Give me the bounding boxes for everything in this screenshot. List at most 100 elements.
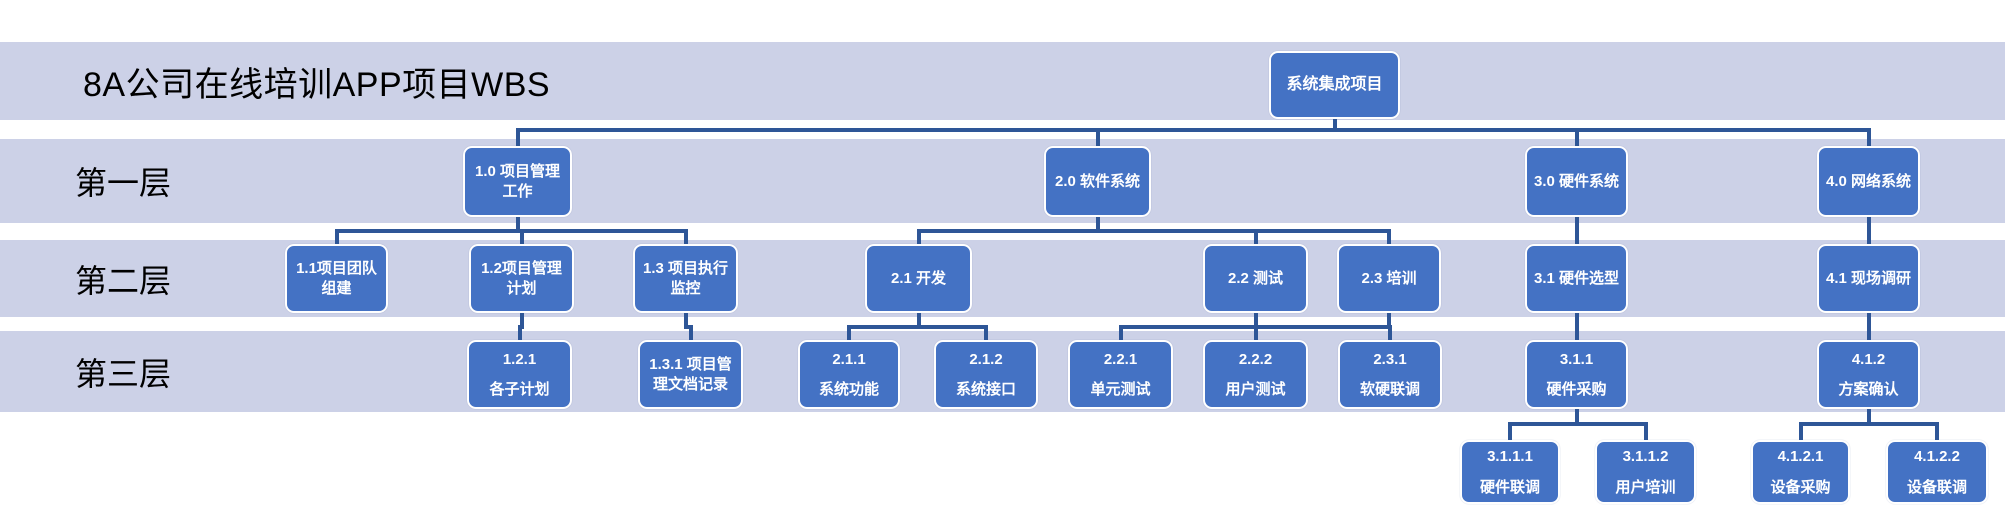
wbs-node-4.0: 4.0 网络系统 xyxy=(1817,146,1920,217)
connector-stem-to-2.3.1 xyxy=(1388,325,1392,341)
wbs-node-label: 2.0 软件系统 xyxy=(1054,172,1141,190)
wbs-node-label: 3.1.1 xyxy=(1559,350,1594,368)
wbs-node-label: 1.2项目管理 xyxy=(481,259,562,277)
connector-stem-from-1.0 xyxy=(515,216,520,233)
wbs-node-label: 2.2 测试 xyxy=(1227,269,1284,287)
wbs-node-label: 用户培训 xyxy=(1615,478,1676,496)
wbs-node-1.3: 1.3 项目执行监控 xyxy=(633,244,738,313)
connector-stem-to-3.1.1 xyxy=(1574,325,1579,341)
wbs-node-1.3.1: 1.3.1 项目管理文档记录 xyxy=(638,340,743,409)
connector-bus-1.0 xyxy=(334,229,688,233)
wbs-node-label: 硬件采购 xyxy=(1546,381,1607,398)
connector-stem-from-2.2 xyxy=(1253,312,1258,329)
connector-stem-from-3.0 xyxy=(1574,216,1579,233)
wbs-node-label: 各子计划 xyxy=(489,381,550,398)
connector-stem-to-2.1.2 xyxy=(984,325,988,341)
connector-stem-to-3.1.1.2 xyxy=(1643,422,1648,441)
connector-stem-from-2.1 xyxy=(916,312,921,329)
connector-stem-to-4.0 xyxy=(1866,128,1871,147)
wbs-node-label: 计划 xyxy=(506,279,537,297)
wbs-node-label: 2.1.2 xyxy=(969,350,1003,368)
connector-bus-3.1.1 xyxy=(1508,422,1648,426)
connector-stem-to-1.3 xyxy=(683,229,688,245)
connector-stem-from-2.3 xyxy=(1387,312,1391,329)
wbs-node-label: 3.1 硬件选型 xyxy=(1533,269,1620,287)
wbs-node-label: 理文档记录 xyxy=(652,375,728,393)
wbs-node-label: 1.1项目团队 xyxy=(296,259,377,277)
wbs-node-label: 4.1.2.1 xyxy=(1777,448,1824,465)
connector-bus-1.3 xyxy=(683,325,693,329)
wbs-node-label: 4.0 网络系统 xyxy=(1825,172,1912,190)
connector-stem-from-2.0 xyxy=(1095,216,1100,233)
wbs-node-1.2.1: 1.2.1 各子计划 xyxy=(467,340,572,409)
connector-stem-to-3.1.1.1 xyxy=(1508,422,1512,441)
wbs-node-label: 系统集成项目 xyxy=(1286,75,1383,93)
wbs-node-label: 1.3.1 项目管 xyxy=(649,355,732,373)
wbs-node-label: 设备采购 xyxy=(1770,478,1831,496)
connector-bus-root xyxy=(515,128,1871,132)
connector-stem-to-2.1.1 xyxy=(847,325,851,341)
connector-bus-4.1.2 xyxy=(1798,422,1939,426)
connector-stem-from-4.1 xyxy=(1866,312,1871,329)
wbs-node-3.0: 3.0 硬件系统 xyxy=(1525,146,1628,217)
wbs-node-2.1: 2.1 开发 xyxy=(865,244,972,313)
wbs-node-label: 1.0 项目管理 xyxy=(474,162,561,180)
connector-bus-2.1 xyxy=(847,325,988,329)
connector-stem-from-1.3 xyxy=(683,312,688,329)
wbs-node-label: 监控 xyxy=(670,279,701,297)
connector-stem-to-1.1 xyxy=(334,229,339,245)
wbs-node-label: 3.1.1.1 xyxy=(1487,448,1533,465)
wbs-node-3.1: 3.1 硬件选型 xyxy=(1525,244,1628,313)
wbs-node-label: 软硬联调 xyxy=(1359,381,1420,398)
wbs-node-label: 单元测试 xyxy=(1090,381,1151,398)
wbs-node-label: 工作 xyxy=(502,182,533,200)
connector-stem-from-4.0 xyxy=(1866,216,1871,233)
page-title: 8A公司在线培训APP项目WBS xyxy=(83,65,551,104)
wbs-node-label: 3.1.1.2 xyxy=(1622,448,1669,465)
wbs-node-label: 方案确认 xyxy=(1838,381,1899,398)
wbs-node-label: 2.2.1 xyxy=(1103,350,1138,368)
wbs-node-3.1.1: 3.1.1 硬件采购 xyxy=(1525,340,1628,409)
wbs-node-4.1.2.2: 4.1.2.2 设备联调 xyxy=(1886,440,1988,504)
wbs-node-root: 系统集成项目 xyxy=(1269,51,1400,119)
wbs-node-label: 系统功能 xyxy=(818,381,879,398)
wbs-node-1.2: 1.2项目管理计划 xyxy=(469,244,574,313)
connector-stem-to-2.0 xyxy=(1095,128,1100,147)
wbs-node-label: 4.1 现场调研 xyxy=(1825,269,1912,287)
connector-stem-to-2.2 xyxy=(1253,229,1258,245)
connector-stem-from-3.1.1 xyxy=(1574,408,1579,426)
wbs-node-2.3.1: 2.3.1 软硬联调 xyxy=(1338,340,1442,409)
row-band-1 xyxy=(0,139,2005,223)
wbs-node-label: 2.1 开发 xyxy=(890,269,947,287)
row-band-0 xyxy=(0,42,2005,120)
connector-stem-to-2.1 xyxy=(916,229,921,245)
connector-stem-to-1.0 xyxy=(515,128,520,147)
connector-stem-to-4.1.2 xyxy=(1866,325,1871,341)
connector-stem-to-4.1.2.1 xyxy=(1798,422,1803,441)
connector-stem-to-3.1 xyxy=(1574,229,1579,245)
wbs-node-label: 1.3 项目执行 xyxy=(642,259,729,277)
wbs-node-3.1.1.2: 3.1.1.2 用户培训 xyxy=(1595,440,1696,504)
wbs-node-label: 组建 xyxy=(321,279,352,297)
wbs-node-label: 4.1.2 xyxy=(1851,350,1886,368)
row-label-layer-1: 第一层 xyxy=(75,165,172,201)
wbs-node-2.2.1: 2.2.1 单元测试 xyxy=(1068,340,1173,409)
wbs-node-label: 设备联调 xyxy=(1906,478,1967,496)
wbs-node-4.1.2: 4.1.2 方案确认 xyxy=(1817,340,1920,409)
connector-stem-to-1.2 xyxy=(519,229,524,245)
wbs-node-label: 2.3.1 xyxy=(1373,350,1407,368)
wbs-node-2.3: 2.3 培训 xyxy=(1337,244,1441,313)
wbs-node-label: 3.0 硬件系统 xyxy=(1533,172,1620,190)
connector-stem-to-1.3.1 xyxy=(688,325,693,341)
connector-stem-to-3.0 xyxy=(1574,128,1579,147)
connector-stem-from-1.2 xyxy=(519,312,524,329)
wbs-node-4.1.2.1: 4.1.2.1 设备采购 xyxy=(1751,440,1850,504)
connector-stem-from-root xyxy=(1332,118,1337,132)
wbs-node-label: 4.1.2.2 xyxy=(1914,448,1960,465)
connector-stem-to-2.3 xyxy=(1387,229,1391,245)
wbs-node-label: 1.2.1 xyxy=(502,350,537,368)
connector-stem-to-2.2.2 xyxy=(1253,325,1258,341)
